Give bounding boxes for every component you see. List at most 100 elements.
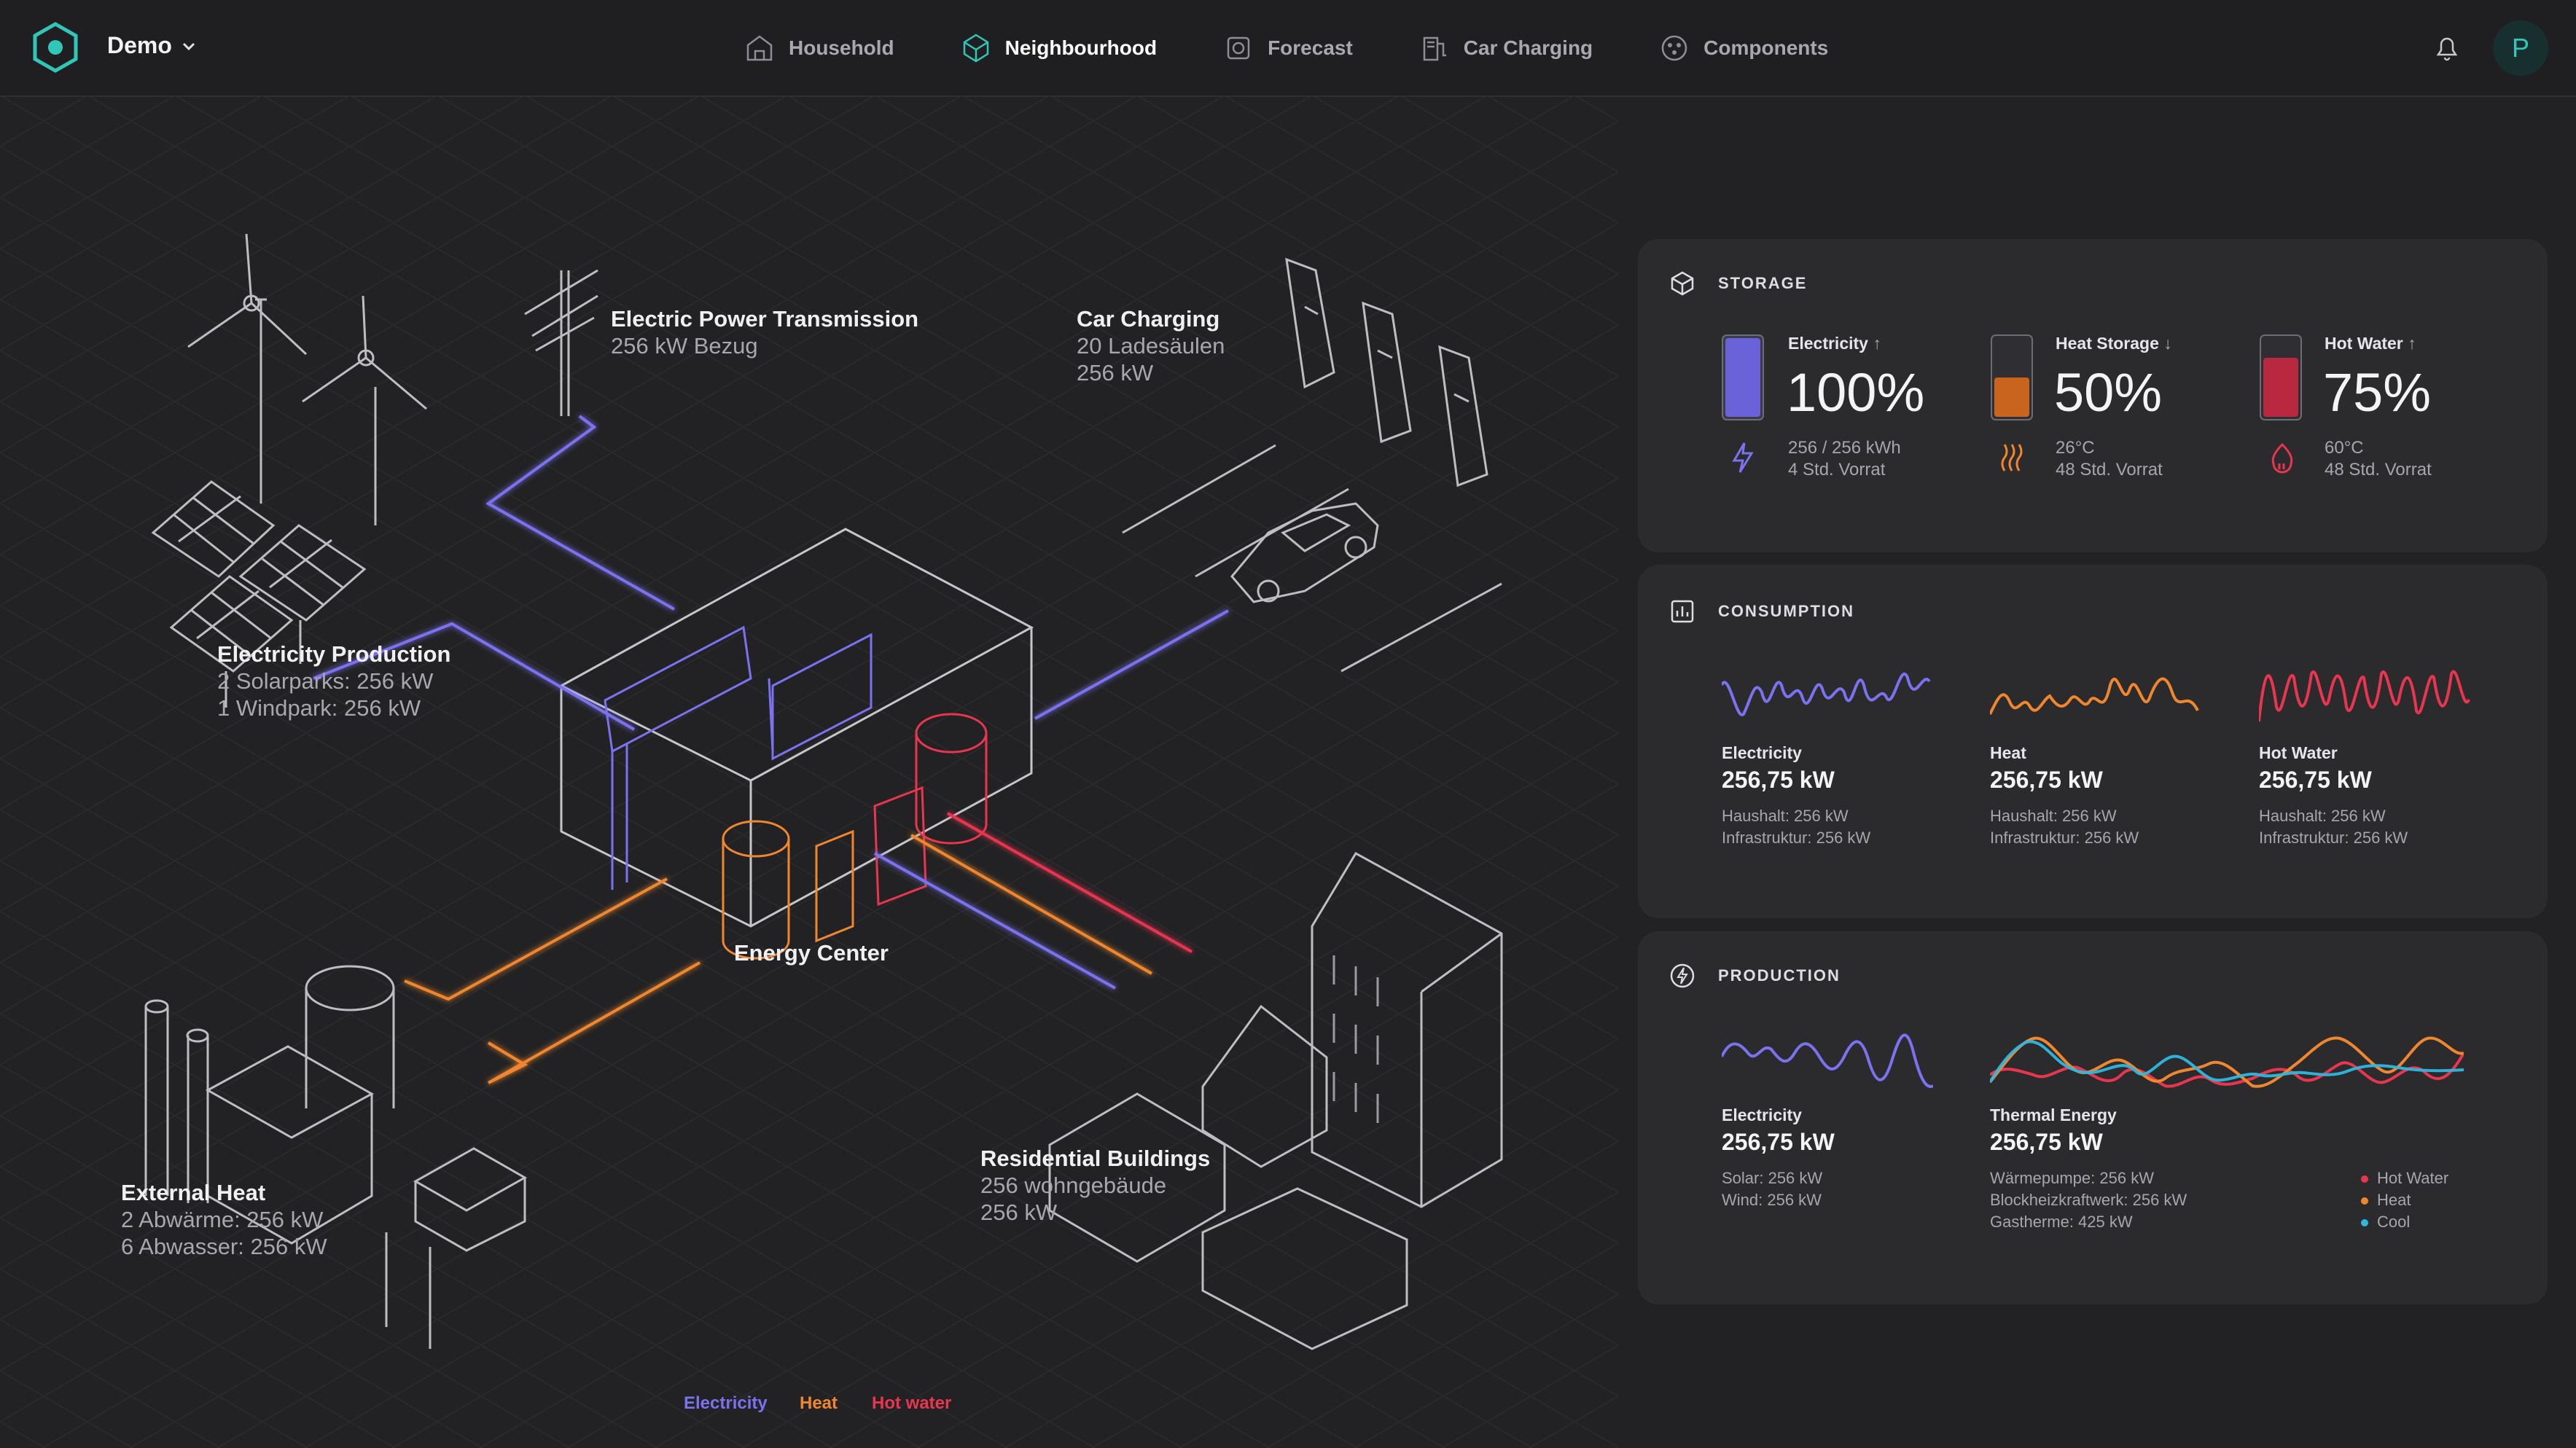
consumption-panel: CONSUMPTION Electricity 256,75 kW Hausha… bbox=[1638, 565, 2548, 918]
consumption-heat-line2: Infrastruktur: 256 kW bbox=[1990, 829, 2139, 847]
car-charging-label: Car Charging 20 Ladesäulen 256 kW bbox=[1077, 306, 1225, 386]
arrow-up-icon: ↑ bbox=[2408, 334, 2416, 353]
storage-hot-water-detail2: 48 Std. Vorrat bbox=[2325, 460, 2432, 480]
car-charging-icon bbox=[1423, 36, 1446, 61]
consumption-electricity[interactable]: Electricity 256,75 kW Haushalt: 256 kW I… bbox=[1720, 656, 1933, 847]
production-electricity-sparkline bbox=[1720, 1033, 1934, 1088]
tab-household-label: Household bbox=[789, 36, 894, 59]
external-heat-label: External Heat 2 Abwärme: 256 kW 6 Abwass… bbox=[121, 1180, 327, 1259]
legend-hot-water: Hot water bbox=[872, 1393, 952, 1413]
storage-hot-water-detail1: 60°C bbox=[2325, 438, 2364, 458]
notification-bell-icon[interactable] bbox=[2431, 31, 2463, 63]
electricity-production-label: Electricity Production 2 Solarparks: 256… bbox=[217, 641, 451, 721]
production-electricity[interactable]: Electricity 256,75 kW Solar: 256 kW Wind… bbox=[1720, 1020, 1934, 1209]
production-thermal[interactable]: Thermal Energy 256,75 kW Wärmepumpe: 256… bbox=[1988, 1020, 2465, 1231]
tab-neighbourhood-label: Neighbourhood bbox=[1004, 36, 1158, 59]
production-electricity-line2: Wind: 256 kW bbox=[1722, 1191, 1822, 1209]
lightning-circle-icon bbox=[1670, 963, 1695, 988]
consumption-hot-water[interactable]: Hot Water 256,75 kW Haushalt: 256 kW Inf… bbox=[2257, 656, 2470, 847]
production-electricity-line1: Solar: 256 kW bbox=[1722, 1169, 1823, 1187]
user-avatar[interactable]: P bbox=[2493, 20, 2548, 76]
energy-center-building bbox=[558, 528, 1034, 960]
hot-water-flow-lines bbox=[947, 812, 1193, 953]
production-thermal-legend: Hot Water Heat Cool bbox=[2361, 1167, 2448, 1233]
storage-heat-detail1: 26°C bbox=[2056, 438, 2095, 458]
bar-chart-icon bbox=[1671, 600, 1694, 623]
production-thermal-line2: Blockheizkraftwerk: 256 kW bbox=[1990, 1191, 2187, 1209]
consumption-hot-water-line1: Haushalt: 256 kW bbox=[2259, 807, 2386, 825]
hot-water-icon bbox=[2271, 442, 2293, 474]
production-thermal-label: Thermal Energy bbox=[1990, 1105, 2117, 1124]
energy-flow-scene: Electric Power Transmission 256 kW Bezug… bbox=[0, 95, 1618, 1448]
storage-heat-percent: 50% bbox=[2054, 362, 2163, 423]
legend-item-heat: Heat bbox=[2361, 1189, 2448, 1211]
external-heat-factory bbox=[144, 965, 528, 1349]
main-nav: Household Neighbourhood Forecast Car Cha… bbox=[743, 26, 1894, 70]
legend-item-hot-water: Hot Water bbox=[2361, 1167, 2448, 1189]
storage-electricity-detail2: 4 Std. Vorrat bbox=[1788, 460, 1886, 480]
residential-buildings-label: Residential Buildings 256 wohngebäude 25… bbox=[980, 1146, 1211, 1225]
consumption-electricity-sparkline bbox=[1720, 672, 1931, 716]
storage-electricity-percent: 100% bbox=[1787, 362, 1925, 423]
consumption-heat-value: 256,75 kW bbox=[1990, 767, 2103, 793]
storage-hot-water-label: Hot Water bbox=[2325, 334, 2403, 353]
electricity-level-gauge bbox=[1722, 334, 1764, 420]
storage-header: STORAGE bbox=[1668, 270, 1807, 297]
top-bar: Demo Household Neighbourhood Forecast Ca… bbox=[0, 0, 2576, 97]
forecast-icon bbox=[1227, 36, 1250, 60]
app-logo-icon[interactable] bbox=[29, 21, 82, 74]
consumption-header: CONSUMPTION bbox=[1668, 598, 1854, 625]
consumption-hot-water-line2: Infrastruktur: 256 kW bbox=[2259, 829, 2408, 847]
consumption-hot-water-label: Hot Water bbox=[2259, 743, 2338, 762]
tab-neighbourhood[interactable]: Neighbourhood bbox=[960, 32, 1157, 64]
tab-car-charging[interactable]: Car Charging bbox=[1418, 32, 1593, 64]
production-electricity-value: 256,75 kW bbox=[1722, 1129, 1835, 1155]
workspace-selector[interactable]: Demo bbox=[107, 32, 197, 59]
production-thermal-value: 256,75 kW bbox=[1990, 1129, 2103, 1155]
tab-car-charging-label: Car Charging bbox=[1463, 36, 1593, 59]
hot-water-level-gauge bbox=[2260, 334, 2302, 420]
production-header: PRODUCTION bbox=[1668, 962, 1841, 990]
tab-components[interactable]: Components bbox=[1658, 32, 1828, 64]
heat-level-gauge bbox=[1991, 334, 2033, 420]
transmission-label: Electric Power Transmission 256 kW Bezug bbox=[611, 306, 919, 359]
production-panel: PRODUCTION Electricity 256,75 kW Solar: … bbox=[1638, 931, 2548, 1304]
house-icon bbox=[746, 35, 773, 61]
residential-buildings-icon bbox=[1048, 851, 1503, 1350]
consumption-electricity-line1: Haushalt: 256 kW bbox=[1722, 807, 1849, 825]
solar-panels-icon bbox=[151, 480, 367, 708]
arrow-down-icon: ↓ bbox=[2163, 334, 2172, 353]
tab-forecast-label: Forecast bbox=[1268, 36, 1353, 59]
legend-item-cool: Cool bbox=[2361, 1211, 2448, 1233]
storage-electricity-detail1: 256 / 256 kWh bbox=[1788, 438, 1901, 458]
power-pole-icon bbox=[524, 269, 598, 416]
car-icon bbox=[1230, 502, 1379, 603]
consumption-hot-water-value: 256,75 kW bbox=[2259, 767, 2372, 793]
production-electricity-label: Electricity bbox=[1722, 1105, 1802, 1124]
tab-components-label: Components bbox=[1703, 36, 1829, 59]
production-thermal-line3: Gastherme: 425 kW bbox=[1990, 1213, 2133, 1231]
storage-panel: STORAGE Electricity ↑ 100% 256 / 256 kWh… bbox=[1638, 239, 2548, 552]
consumption-electricity-line2: Infrastruktur: 256 kW bbox=[1722, 829, 1871, 847]
energy-center-label: Energy Center bbox=[734, 940, 889, 966]
tab-household[interactable]: Household bbox=[743, 32, 894, 64]
storage-hot-water-percent: 75% bbox=[2323, 362, 2432, 423]
consumption-heat-sparkline bbox=[1988, 677, 2199, 715]
lightning-icon bbox=[1732, 442, 1754, 473]
heat-waves-icon bbox=[2001, 444, 2023, 471]
consumption-electricity-value: 256,75 kW bbox=[1722, 767, 1835, 793]
heat-flow-lines bbox=[404, 834, 1152, 1084]
workspace-label: Demo bbox=[107, 32, 172, 58]
cube-icon bbox=[1671, 271, 1694, 296]
consumption-heat[interactable]: Heat 256,75 kW Haushalt: 256 kW Infrastr… bbox=[1988, 656, 2201, 847]
neighbourhood-icon bbox=[963, 34, 988, 63]
consumption-heat-label: Heat bbox=[1990, 743, 2026, 762]
production-thermal-chart bbox=[1988, 1036, 2465, 1088]
storage-electricity-label: Electricity bbox=[1788, 334, 1868, 353]
legend-heat: Heat bbox=[800, 1393, 838, 1413]
chevron-down-icon bbox=[182, 42, 195, 50]
storage-heat-label: Heat Storage bbox=[2056, 334, 2159, 353]
arrow-up-icon: ↑ bbox=[1873, 334, 1881, 353]
consumption-hot-water-sparkline bbox=[2257, 670, 2470, 722]
tab-forecast[interactable]: Forecast bbox=[1222, 32, 1353, 64]
